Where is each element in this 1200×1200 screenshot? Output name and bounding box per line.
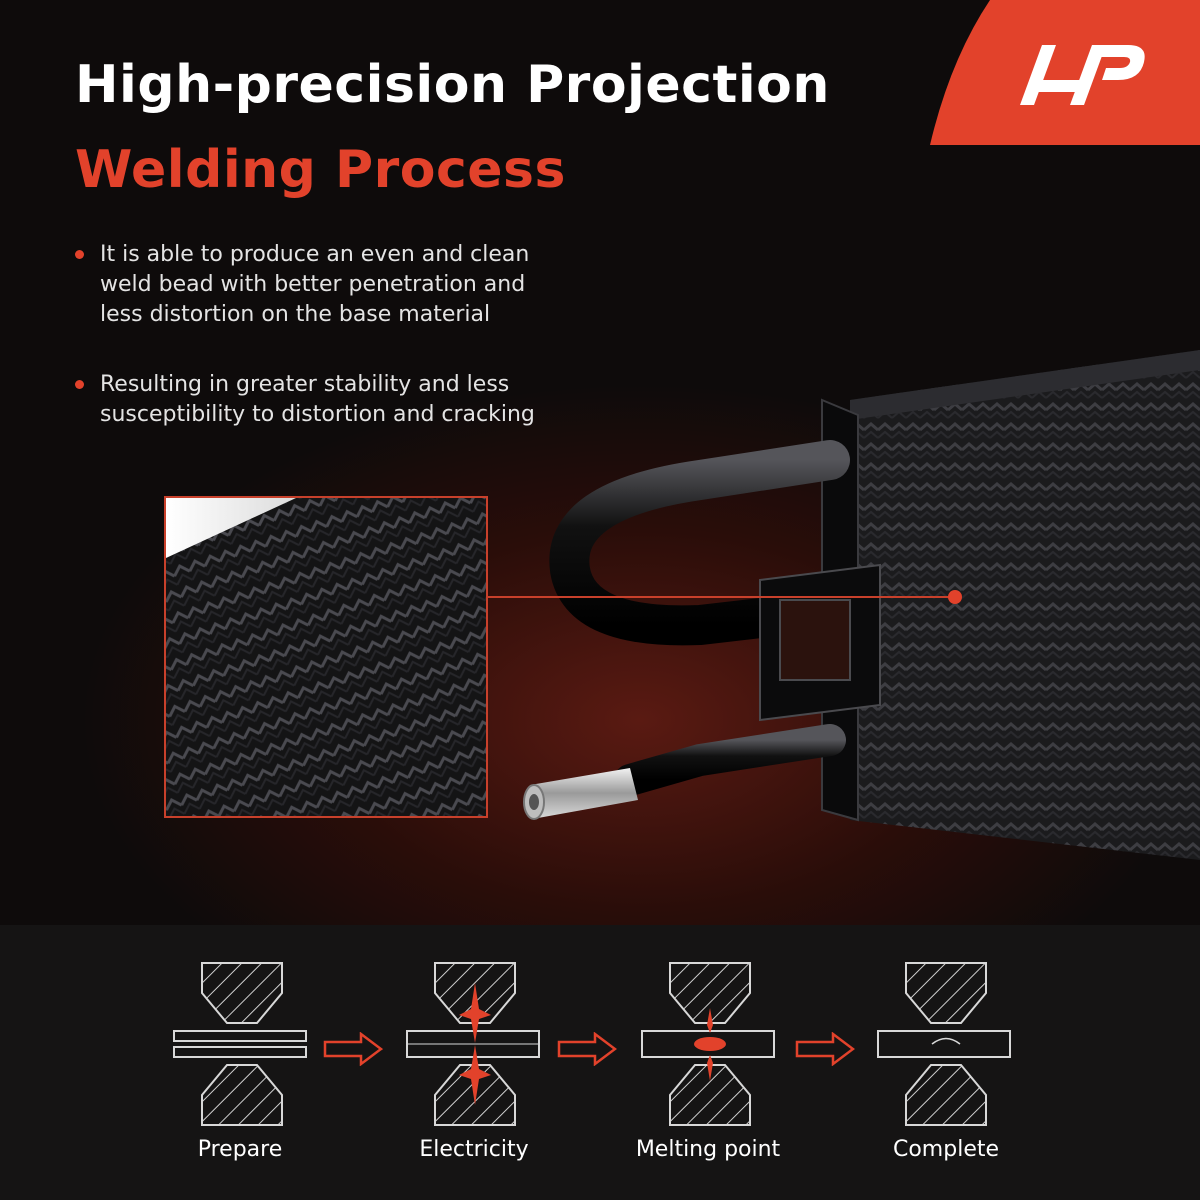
a-premium-logo-icon [930,0,1200,145]
feature-list: It is able to produce an even and clean … [75,240,545,470]
step-label: Electricity [419,1137,529,1162]
arrow-right-icon [795,1032,855,1066]
callout-line [488,596,956,598]
prepare-diagram-icon [173,962,307,1126]
arrow-right-icon [557,1032,617,1066]
feature-item: It is able to produce an even and clean … [75,240,545,330]
cooler-product-image [523,350,1200,860]
bullet-dot-icon [75,250,84,259]
welding-steps: Prepare Electricity Melting point Comple… [0,925,1200,1200]
step-melting-point [640,953,780,1133]
fin-detail-zoom [164,496,488,818]
step-complete [876,953,1016,1133]
callout-dot-icon [948,590,962,604]
feature-text: Resulting in greater stability and less … [100,372,535,427]
melting-point-diagram-icon [641,962,775,1126]
fin-closeup-image [166,498,486,816]
feature-item: Resulting in greater stability and less … [75,370,545,430]
step-label: Complete [892,1137,1000,1162]
electricity-diagram-icon [406,962,540,1126]
bullet-dot-icon [75,380,84,389]
page-title: High-precision Projection [75,55,830,115]
step-electricity [405,953,545,1133]
page-subtitle: Welding Process [75,140,566,200]
feature-text: It is able to produce an even and clean … [100,242,530,327]
step-prepare [172,953,312,1133]
complete-diagram-icon [877,962,1011,1126]
step-label: Melting point [635,1137,781,1162]
step-label: Prepare [197,1137,283,1162]
arrow-right-icon [323,1032,383,1066]
